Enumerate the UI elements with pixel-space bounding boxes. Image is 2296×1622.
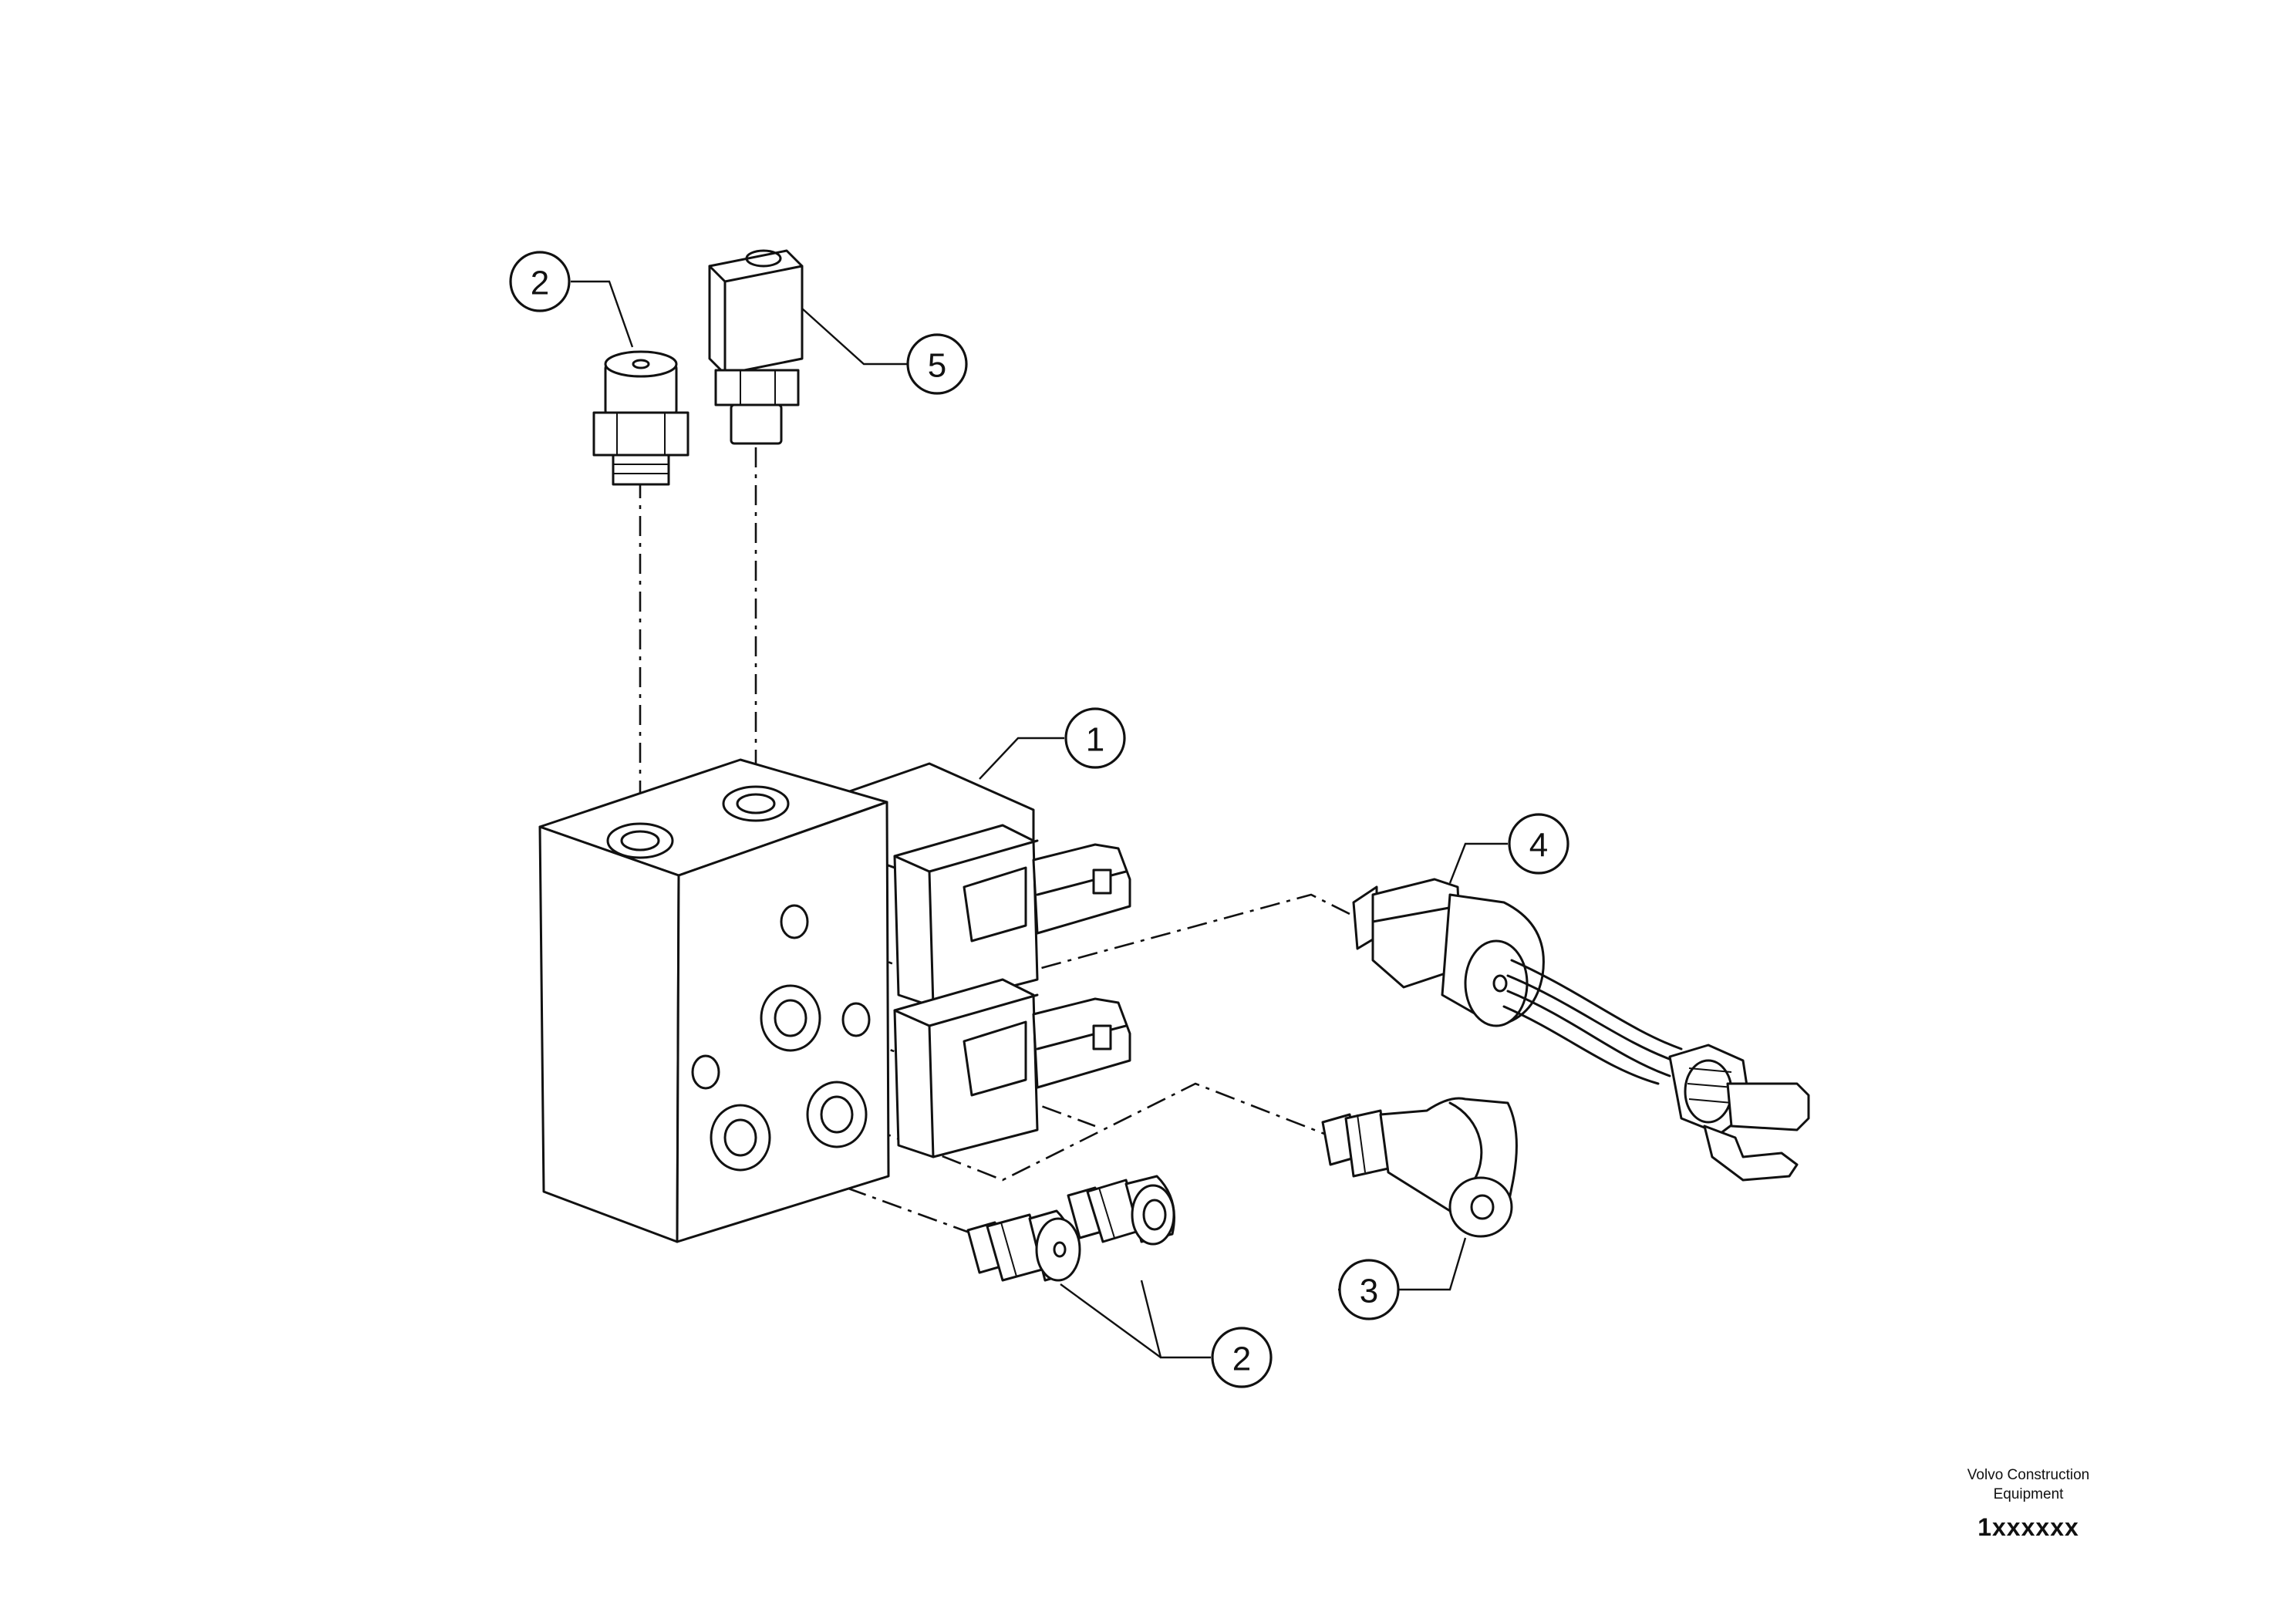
callout-label: 4 [1529, 827, 1548, 865]
valve-block [538, 758, 1131, 1243]
drawing-number: 1xxxxxx [1977, 1513, 2079, 1541]
callout-label: 5 [928, 347, 946, 385]
pressure-sensor-part-4 [1352, 878, 1810, 1182]
callout-2-bottom: 2 [1211, 1327, 1273, 1388]
plug-fittings-bottom [966, 1175, 1175, 1282]
callout-4: 4 [1508, 813, 1569, 875]
elbow-sensor-part-3 [1321, 1097, 1518, 1238]
fitting-part-5 [708, 249, 804, 445]
company-name-line1: Volvo Construction [1967, 1467, 2090, 1483]
callout-label: 1 [1086, 721, 1104, 759]
callout-2-top: 2 [509, 251, 571, 312]
callout-3: 3 [1338, 1259, 1400, 1320]
callout-label: 2 [531, 265, 549, 302]
callout-5: 5 [906, 333, 968, 395]
title-block: Volvo Construction Equipment 1xxxxxx [1905, 1465, 2152, 1542]
callout-label: 2 [1232, 1340, 1251, 1378]
plug-fitting-top [592, 350, 689, 486]
callout-1: 1 [1064, 707, 1126, 769]
callout-label: 3 [1360, 1273, 1378, 1310]
company-name-line2: Equipment [1993, 1486, 2064, 1502]
